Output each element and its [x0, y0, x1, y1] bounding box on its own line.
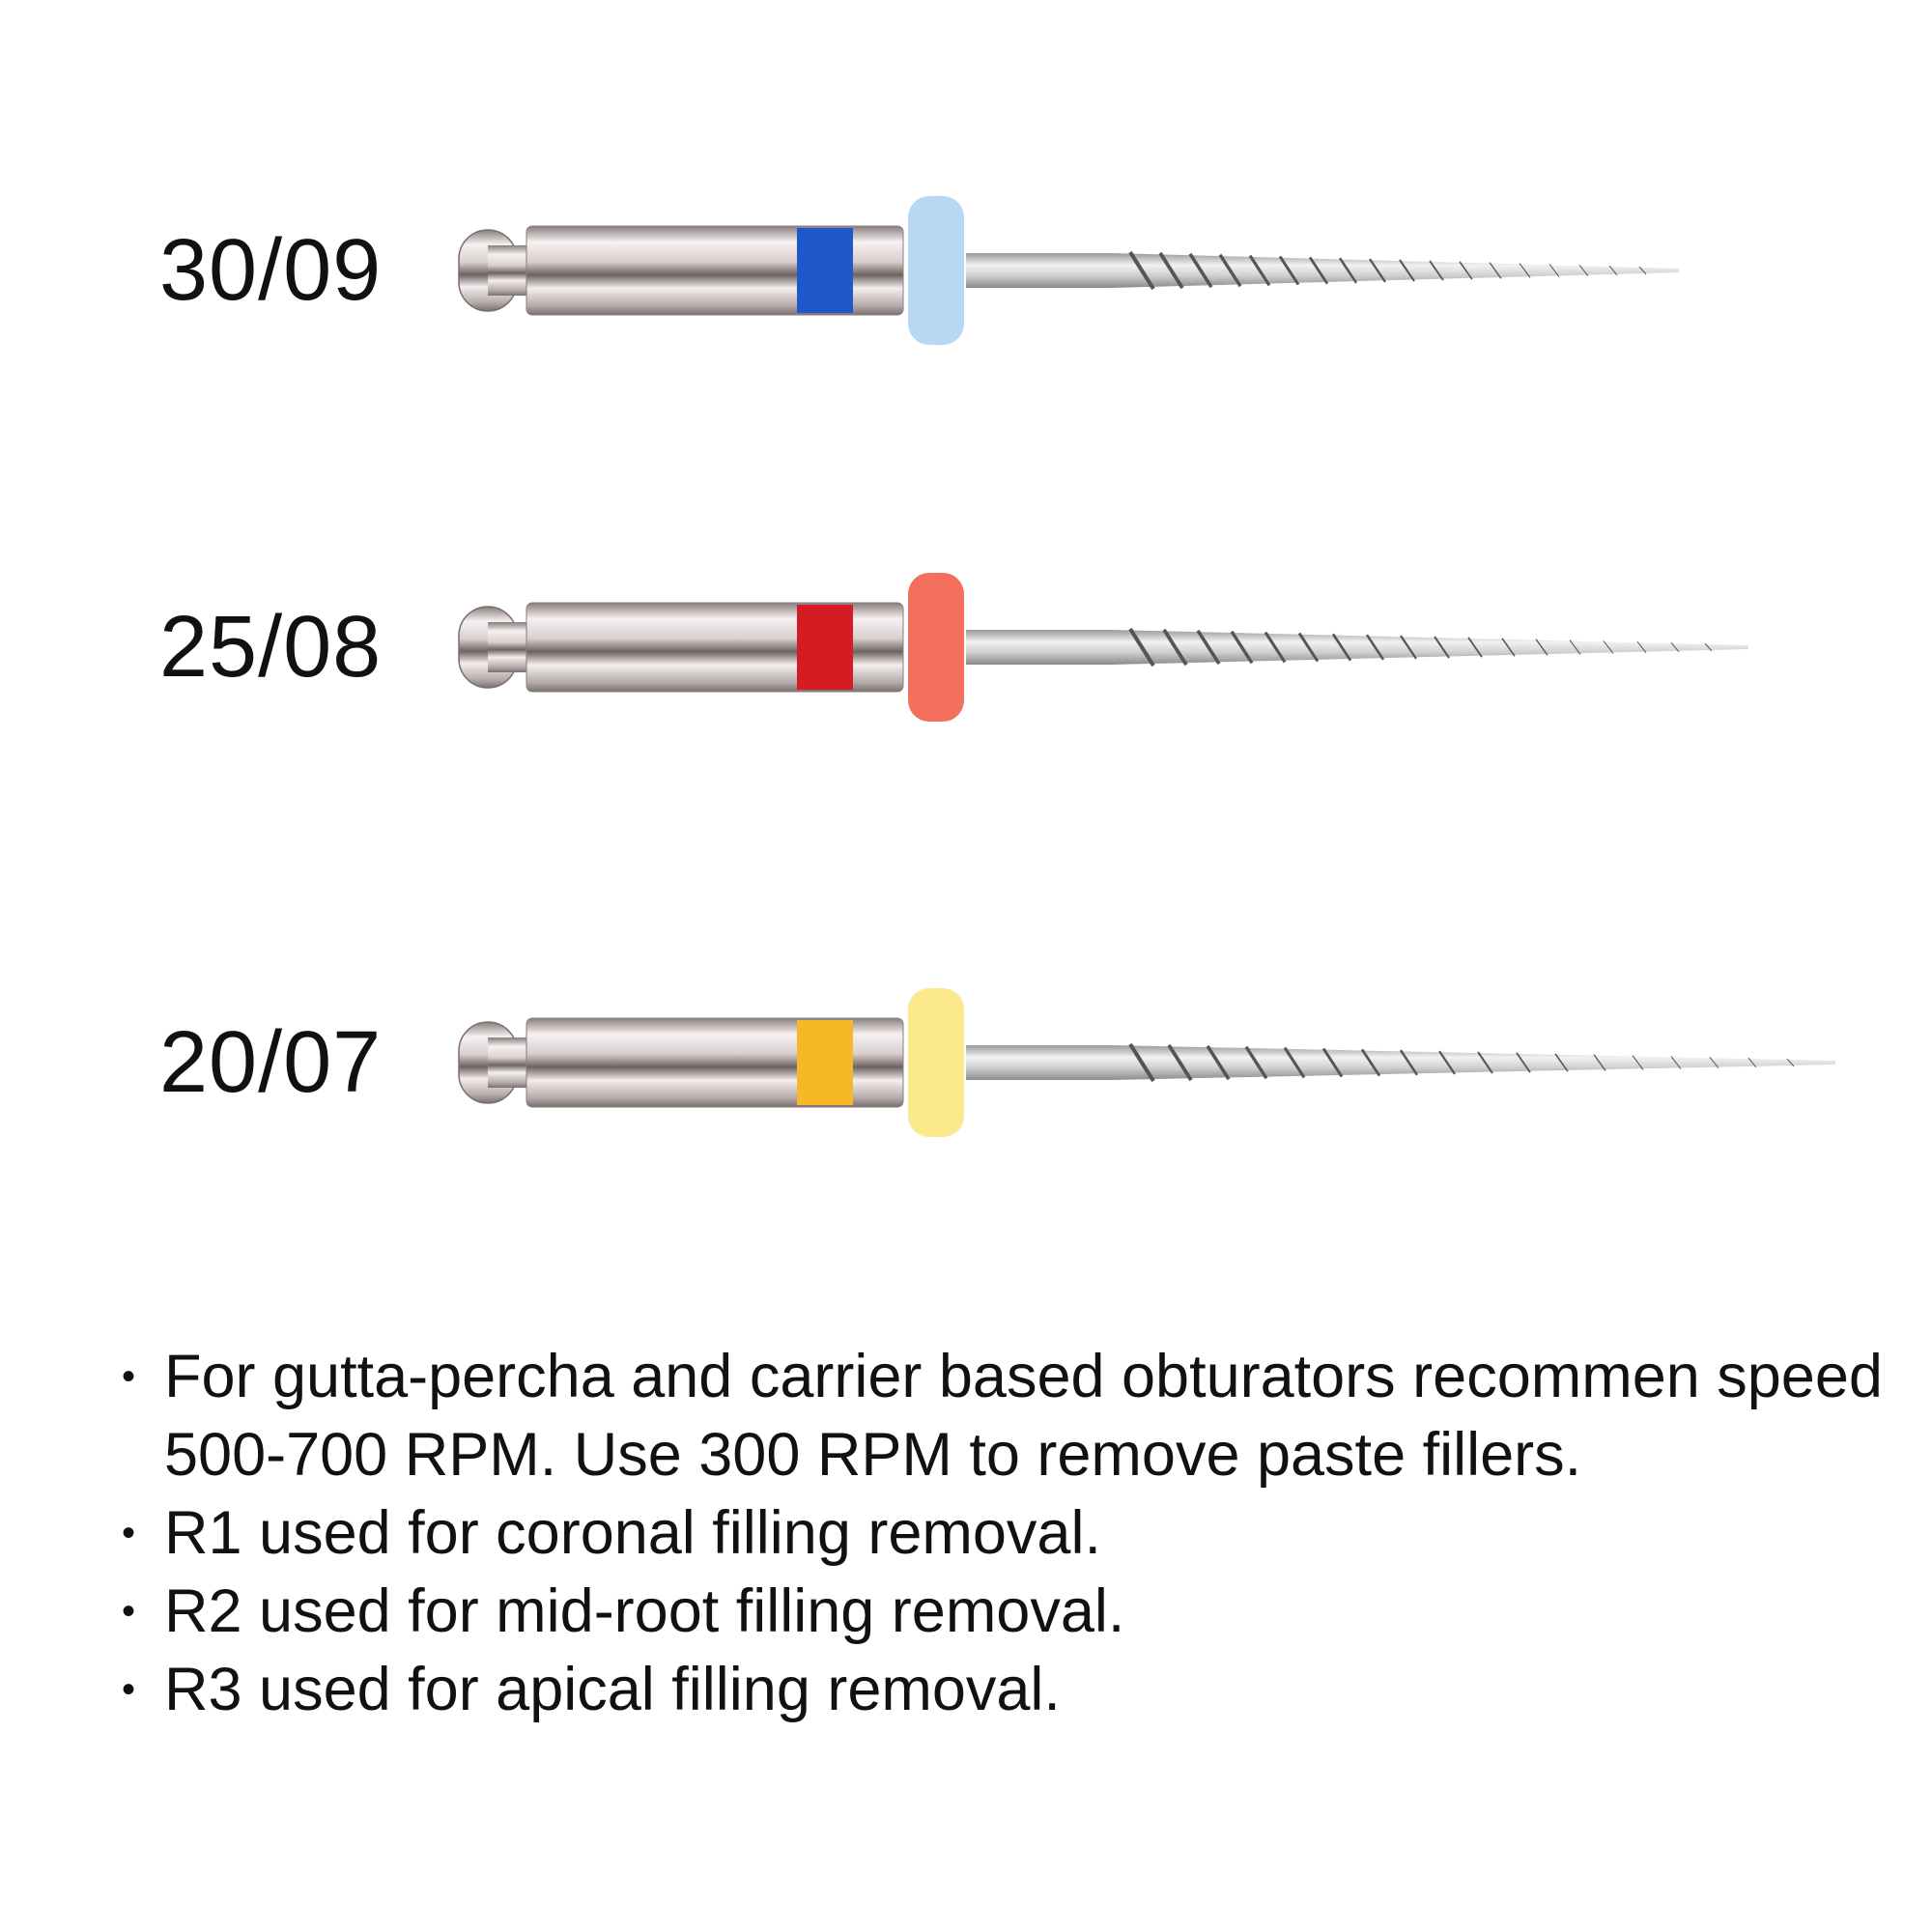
file-stopper [908, 196, 964, 345]
file-neck [488, 1037, 526, 1088]
file-flute [1244, 1045, 1268, 1080]
file-flute [1467, 637, 1483, 658]
file-flute [1636, 641, 1647, 653]
bullet-dot-icon: • [122, 1512, 136, 1554]
file-flute [1709, 1057, 1719, 1068]
file-shaft [966, 253, 1111, 288]
bullet-dot-icon: • [122, 1668, 136, 1711]
file-flute [1167, 1043, 1193, 1082]
file-flute [1369, 258, 1386, 283]
file-flute [1400, 635, 1417, 660]
file-flute [1188, 252, 1213, 289]
file-size-label: 30/09 [159, 222, 383, 319]
file-flute [1786, 1058, 1795, 1067]
file-flute [1603, 640, 1614, 654]
file-flute [1230, 630, 1254, 665]
file-flute [1297, 632, 1320, 663]
file-flute [1670, 641, 1680, 653]
bullet-dot-icon: • [122, 1355, 136, 1398]
file-size-label: 25/08 [159, 599, 383, 696]
file-flute [1638, 266, 1647, 275]
file-flute [1489, 262, 1502, 279]
endodontic-rotary-file-icon [458, 988, 1835, 1137]
file-flute [1162, 628, 1188, 667]
file-stopper [908, 988, 964, 1137]
file-color-band [797, 1020, 853, 1105]
file-flute [1554, 1053, 1569, 1072]
file-flute [1670, 1056, 1682, 1069]
file-flute [1501, 638, 1516, 657]
file-flute [1365, 634, 1385, 661]
file-color-band [797, 228, 853, 313]
file-flute [1128, 1042, 1155, 1083]
note-item: • R2 used for mid-root filling removal. [114, 1573, 1911, 1651]
note-item: • R1 used for coronal filling removal. [114, 1494, 1911, 1573]
file-flute [1578, 265, 1589, 276]
file-flute [1477, 1051, 1493, 1074]
usage-notes-list: • For gutta-percha and carrier based obt… [114, 1338, 1911, 1729]
file-needle [1111, 1045, 1835, 1080]
endodontic-rotary-file-icon [458, 196, 1679, 345]
file-flute [1569, 639, 1581, 655]
file-row-30-09: 30/09 [0, 174, 1932, 367]
file-flute [1438, 1050, 1456, 1075]
file-flute [1321, 1047, 1344, 1078]
file-flute [1206, 1044, 1231, 1081]
file-color-band [797, 605, 853, 690]
note-item: • R3 used for apical filling removal. [114, 1651, 1911, 1729]
note-item: • For gutta-percha and carrier based obt… [114, 1338, 1911, 1494]
file-flute [1338, 257, 1358, 284]
file-flute [1128, 627, 1155, 668]
file-flute [1308, 256, 1329, 285]
file-neck [488, 245, 526, 296]
file-flute [1747, 1057, 1757, 1068]
file-flute [1608, 265, 1618, 276]
file-flute [1360, 1048, 1381, 1077]
file-flute [1331, 633, 1352, 662]
file-flute [1158, 251, 1184, 290]
file-flute [1128, 250, 1155, 291]
file-flute [1459, 261, 1473, 280]
note-text: R2 used for mid-root filling removal. [164, 1577, 1125, 1645]
file-stopper [908, 573, 964, 722]
file-flute [1429, 260, 1444, 281]
file-row-20-07: 20/07 [0, 966, 1932, 1159]
file-flute [1434, 636, 1450, 659]
file-flute [1632, 1055, 1644, 1070]
file-size-label: 20/07 [159, 1014, 383, 1111]
file-flute [1399, 1049, 1419, 1076]
file-flute [1519, 263, 1531, 278]
file-shaft [966, 630, 1111, 665]
file-neck [488, 622, 526, 672]
file-flute [1593, 1054, 1606, 1071]
note-text: For gutta-percha and carrier based obtur… [164, 1343, 1883, 1489]
file-flute [1248, 254, 1271, 287]
file-flute [1516, 1052, 1531, 1073]
file-flute [1548, 264, 1560, 277]
file-row-25-08: 25/08 [0, 551, 1932, 744]
file-needle [1111, 253, 1679, 288]
file-flute [1196, 629, 1221, 666]
endodontic-rotary-file-icon [458, 573, 1748, 722]
bullet-dot-icon: • [122, 1590, 136, 1633]
file-flute [1704, 642, 1713, 652]
file-flute [1278, 255, 1300, 286]
file-shaft [966, 1045, 1111, 1080]
file-flute [1283, 1046, 1306, 1079]
file-flute [1399, 259, 1415, 282]
note-text: R3 used for apical filling removal. [164, 1656, 1061, 1723]
file-flute [1264, 631, 1287, 664]
file-flute [1218, 253, 1242, 288]
file-flute [1535, 639, 1548, 656]
note-text: R1 used for coronal filling removal. [164, 1499, 1101, 1567]
